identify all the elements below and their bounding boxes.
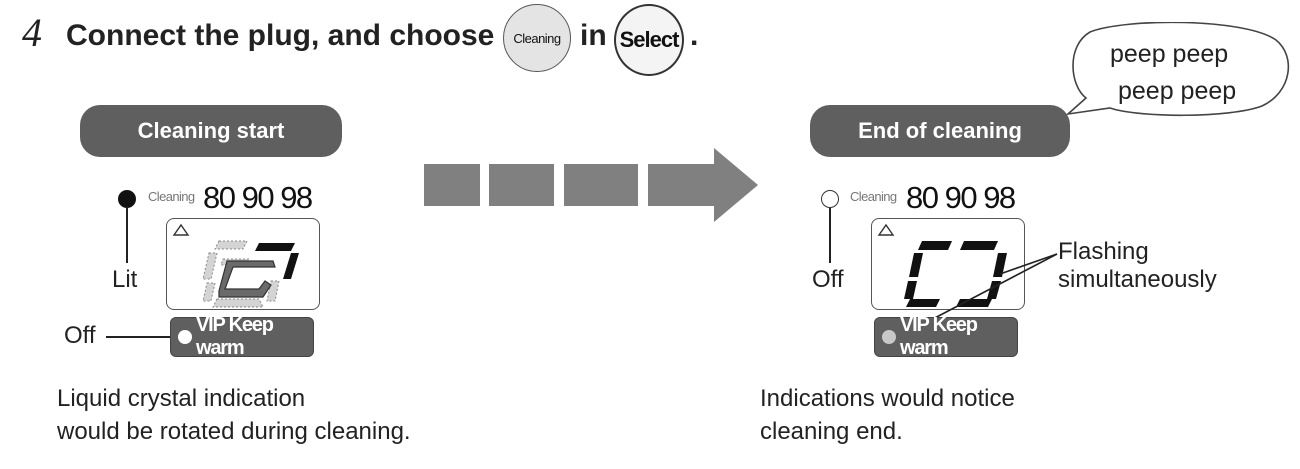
off-lamp-label: Off [812, 266, 844, 293]
lamp-leader-line [829, 208, 831, 263]
lamp-indicator-icon [118, 190, 136, 208]
step-word-in: in [580, 19, 607, 52]
cleaning-small-label: Cleaning [148, 189, 195, 204]
lcd-rotating-segments [172, 223, 299, 308]
left-caption-line-1: Liquid crystal indication [57, 385, 306, 412]
speech-bubble-icon [1065, 22, 1290, 117]
lcd-display [166, 218, 320, 310]
off-label: Off [64, 322, 96, 349]
vip-keep-warm-button[interactable]: VIP Keep warm [170, 314, 314, 359]
lamp-leader-line [126, 207, 128, 263]
flashing-label-line-1: Flashing [1058, 238, 1149, 265]
triangle-up-icon [172, 223, 190, 236]
step-instruction: Connect the plug, and choose [66, 19, 495, 52]
end-of-cleaning-label: End of cleaning [810, 105, 1070, 157]
level-numbers: 80 90 98 [906, 180, 1016, 215]
cleaning-start-label: Cleaning start [80, 105, 342, 157]
lcd-display [871, 218, 1025, 310]
level-numbers: 80 90 98 [203, 180, 313, 215]
vip-indicator-icon [882, 330, 896, 344]
triangle-up-icon [877, 223, 895, 236]
bubble-line-1: peep peep [1110, 40, 1229, 68]
progress-arrow-icon [218, 260, 276, 298]
off-leader-line [106, 336, 172, 338]
step-number: 4 [22, 10, 42, 55]
step-period: . [690, 19, 699, 52]
vip-indicator-icon [178, 330, 192, 344]
right-caption-line-1: Indications would notice [760, 385, 1015, 412]
right-caption-line-2: cleaning end. [760, 418, 903, 445]
vip-label: VIP Keep warm [196, 314, 274, 359]
lamp-indicator-icon [821, 190, 839, 208]
left-caption-line-2: would be rotated during cleaning. [57, 418, 411, 445]
cleaning-button[interactable]: Cleaning [503, 4, 571, 72]
flashing-label-line-2: simultaneously [1058, 266, 1217, 293]
select-button[interactable]: Select [614, 4, 684, 76]
bubble-line-2: peep peep [1118, 77, 1237, 105]
lit-label: Lit [112, 266, 138, 293]
transition-arrow [424, 148, 758, 229]
cleaning-small-label: Cleaning [850, 189, 897, 204]
vip-keep-warm-button[interactable]: VIP Keep warm [874, 314, 1018, 359]
vip-label: VIP Keep warm [900, 314, 978, 359]
lcd-end-segments [877, 223, 1007, 307]
